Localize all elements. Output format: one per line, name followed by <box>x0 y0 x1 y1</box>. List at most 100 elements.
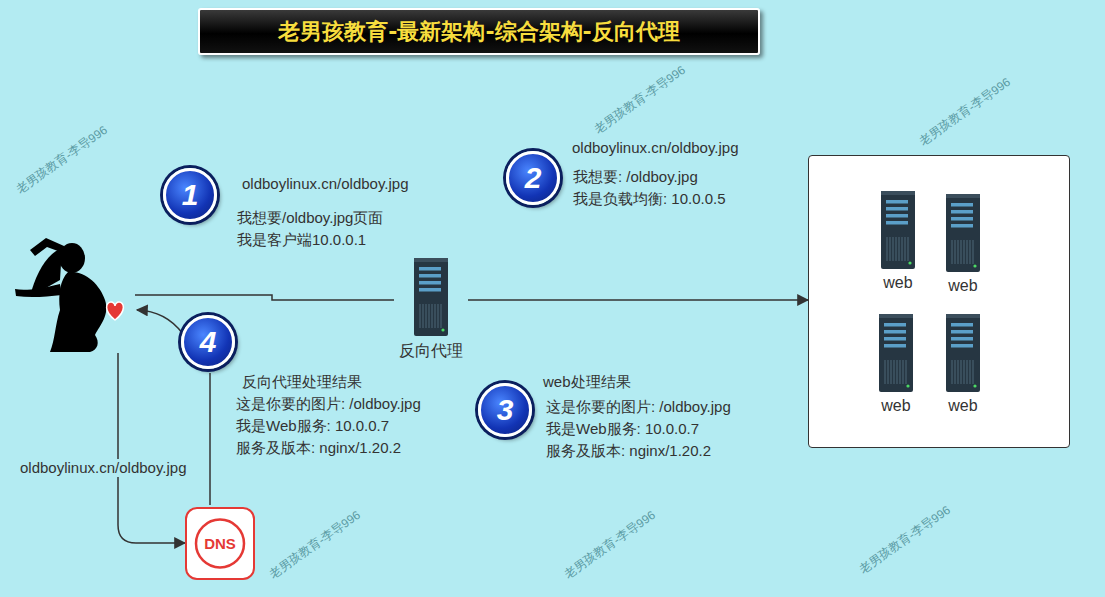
server-vent <box>884 360 885 384</box>
watermark: 老男孩教育-李导996 <box>591 62 689 138</box>
node-text: DNS <box>204 535 236 552</box>
server-bay <box>951 337 973 341</box>
server-vent <box>434 304 435 328</box>
server-vent <box>954 360 955 384</box>
callout-text: 我是客户端10.0.0.1 <box>237 231 366 249</box>
server-vent <box>951 360 952 384</box>
server-vent <box>969 360 970 384</box>
callout-text: 反向代理处理结果 <box>242 373 362 391</box>
server-vent <box>892 237 893 261</box>
title-banner: 老男孩教育-最新架构-综合架构-反向代理 <box>198 8 760 55</box>
server-node: web <box>864 314 928 422</box>
callout-text: 我是负载均衡: 10.0.0.5 <box>573 190 726 208</box>
server-bay <box>419 274 441 278</box>
client-node <box>15 235 135 353</box>
server-vent <box>419 304 420 328</box>
watermark: 老男孩教育-李导996 <box>266 507 364 583</box>
callout-number: 1 <box>163 168 217 222</box>
server-bay <box>886 221 908 225</box>
server-bay <box>419 288 441 292</box>
server-group: webwebwebweb <box>808 155 1070 448</box>
callout-number: 3 <box>478 383 532 437</box>
server-body <box>881 191 915 269</box>
server-bay <box>951 330 973 334</box>
server-vent <box>963 360 964 384</box>
node-text: web <box>948 397 977 415</box>
server-bay <box>951 210 973 214</box>
server-bay <box>884 344 906 348</box>
server-top <box>879 314 913 318</box>
server-vent <box>969 240 970 264</box>
server-vent <box>899 360 900 384</box>
node-text: 反向代理 <box>399 341 463 362</box>
server-top <box>881 191 915 195</box>
server-vent <box>954 240 955 264</box>
server-vent <box>960 360 961 384</box>
callout-text: 我想要/oldboy.jpg页面 <box>237 209 383 227</box>
server-vent <box>886 237 887 261</box>
server-bay <box>884 337 906 341</box>
server-top <box>946 194 980 198</box>
server-led <box>973 264 976 267</box>
heart-symbol <box>107 302 124 320</box>
leader-line <box>209 373 211 505</box>
server-bay <box>884 330 906 334</box>
server-bay <box>886 214 908 218</box>
server-bay <box>419 267 441 271</box>
server-vent <box>904 237 905 261</box>
server-vent <box>890 360 891 384</box>
edge-label: oldboylinux.cn/oldboy.jpg <box>18 459 189 477</box>
server-vent <box>431 304 432 328</box>
connector <box>118 353 185 543</box>
server-node: web <box>866 191 930 299</box>
server-icon <box>879 314 913 392</box>
server-body <box>879 314 913 392</box>
node-text: web <box>883 274 912 292</box>
server-body <box>946 314 980 392</box>
server-bay <box>951 224 973 228</box>
server-bay <box>951 217 973 221</box>
server-node: web <box>931 194 995 302</box>
dns-ring <box>196 520 244 568</box>
callout-text: oldboylinux.cn/oldboy.jpg <box>572 139 739 157</box>
server-vent <box>963 240 964 264</box>
connector <box>135 295 394 300</box>
watermark: 老男孩教育-李导996 <box>13 122 111 198</box>
server-icon <box>881 191 915 269</box>
callout-text: oldboylinux.cn/oldboy.jpg <box>242 175 409 193</box>
server-vent <box>907 237 908 261</box>
server-body <box>946 194 980 272</box>
callout-text: web处理结果 <box>543 373 631 391</box>
server-vent <box>425 304 426 328</box>
server-bay <box>951 203 973 207</box>
watermark: 老男孩教育-李导996 <box>561 507 659 583</box>
server-body <box>414 258 448 336</box>
server-bay <box>419 281 441 285</box>
callout-text: 服务及版本: nginx/1.20.2 <box>236 439 401 457</box>
server-vent <box>951 240 952 264</box>
watermark: 老男孩教育-李导996 <box>916 74 1014 150</box>
server-bay <box>951 344 973 348</box>
server-vent <box>902 360 903 384</box>
server-icon <box>946 314 980 392</box>
server-top <box>414 258 448 262</box>
server-led <box>906 384 909 387</box>
callout-number: 4 <box>181 315 235 369</box>
watermark: 老男孩教育-李导996 <box>856 502 954 578</box>
callout-text: 服务及版本: nginx/1.20.2 <box>546 442 711 460</box>
dns-node: DNS <box>185 507 255 580</box>
server-vent <box>895 237 896 261</box>
return-arrow <box>137 310 183 334</box>
callout-text: 这是你要的图片: /oldboy.jpg <box>546 398 731 416</box>
server-vent <box>889 237 890 261</box>
server-vent <box>957 240 958 264</box>
server-vent <box>887 360 888 384</box>
server-vent <box>896 360 897 384</box>
server-led <box>908 261 911 264</box>
callout-text: 这是你要的图片: /oldboy.jpg <box>236 395 421 413</box>
server-vent <box>898 237 899 261</box>
server-vent <box>966 360 967 384</box>
server-led <box>441 328 444 331</box>
callout-text: 我是Web服务: 10.0.0.7 <box>236 417 389 435</box>
